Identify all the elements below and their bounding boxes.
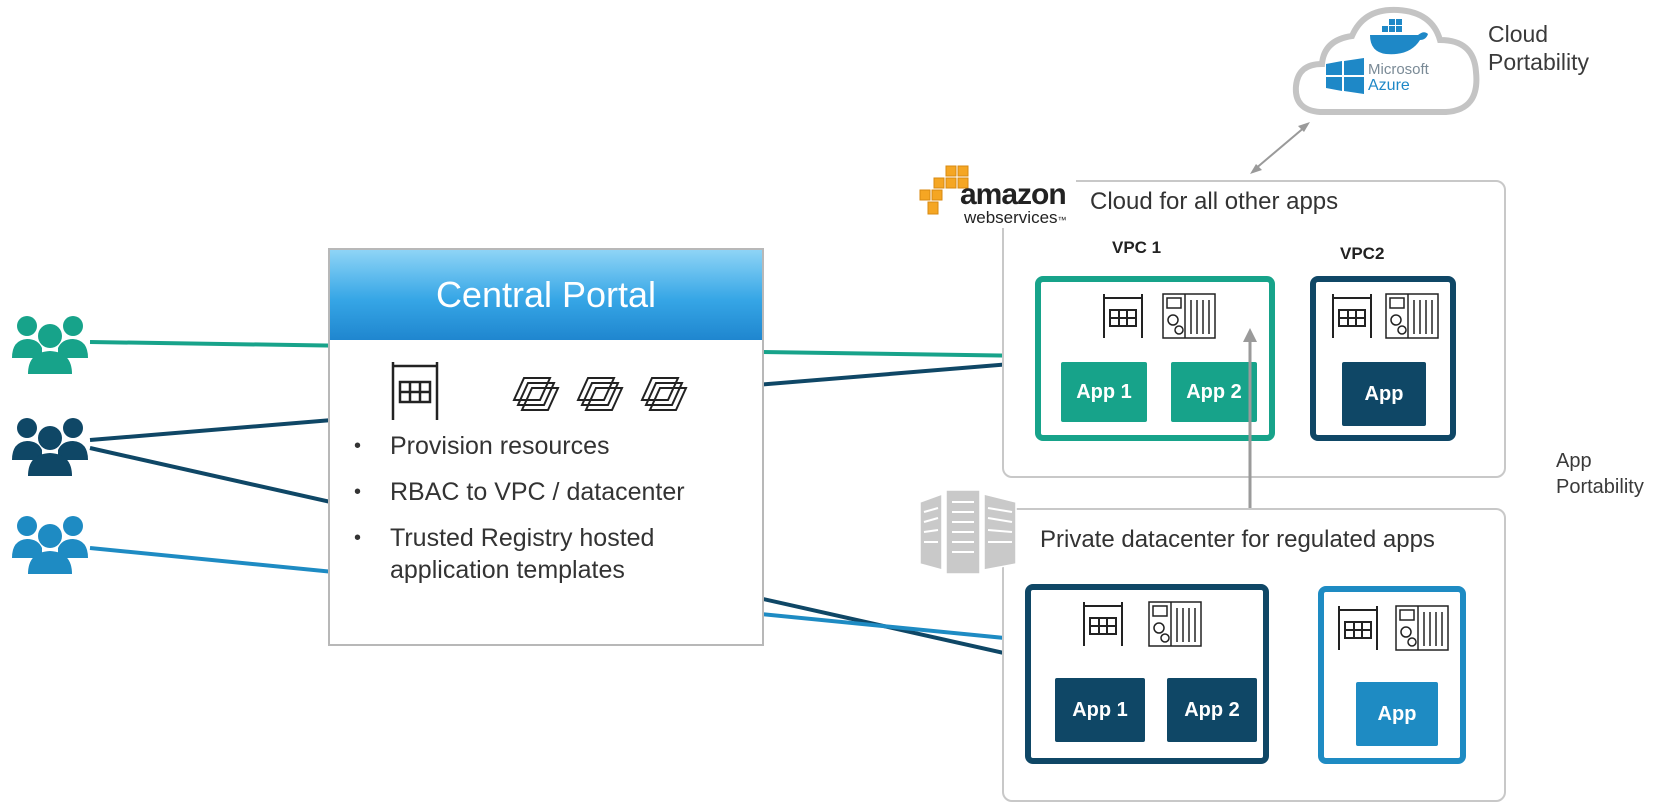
list-item: Provision resources [350, 430, 750, 462]
management-panel-icon [1162, 293, 1216, 339]
dc-vpc2-app: App [1356, 682, 1438, 746]
registry-icon [1332, 294, 1372, 338]
vpc2-app: App [1342, 362, 1426, 426]
portal-bullets: Provision resources RBAC to VPC / datace… [350, 430, 750, 600]
aws-logo-main: amazon [960, 178, 1067, 211]
aws-region-title: Cloud for all other apps [1090, 188, 1339, 215]
navy-users-icon [12, 418, 88, 476]
management-panel-icon [1148, 601, 1202, 647]
registry-icon [391, 362, 439, 420]
vpc2-box: App [1310, 276, 1456, 441]
registry-icon [1338, 606, 1378, 650]
vpc2-label: VPC2 [1340, 244, 1385, 263]
vpc1-app2: App 2 [1171, 362, 1257, 422]
list-item: RBAC to VPC / datacenter [350, 476, 750, 508]
app-portability-label: App Portability [1556, 450, 1644, 498]
vpc1-app1: App 1 [1061, 362, 1147, 422]
dc-vpc1-app1: App 1 [1055, 678, 1145, 742]
registry-icon [1103, 294, 1143, 338]
private-dc-title: Private datacenter for regulated apps [1040, 526, 1435, 553]
registry-icon [1083, 602, 1123, 646]
azure-label: Microsoft Azure [1368, 61, 1429, 94]
docker-icon [1370, 19, 1428, 55]
template-stack-icons [512, 377, 688, 411]
server-rack-icon [919, 489, 1017, 575]
central-portal: Central Portal Provision resources RBAC … [328, 248, 764, 646]
teal-users-icon [12, 316, 88, 374]
vpc1-box: App 1 App 2 [1035, 276, 1275, 441]
aws-logo-sub: webservices™ [964, 208, 1067, 227]
vpc1-label: VPC 1 [1112, 238, 1162, 257]
azure-windows-icon [1326, 58, 1364, 94]
cloud-portability-arrow [1250, 122, 1310, 174]
management-panel-icon [1385, 293, 1439, 339]
aws-logo: amazon webservices™ [916, 164, 1076, 228]
dc-vpc2-box: App [1318, 586, 1466, 764]
aws-cubes-icon [919, 165, 969, 215]
dc-vpc1-app2: App 2 [1167, 678, 1257, 742]
blue-users-icon [12, 516, 88, 574]
portal-title: Central Portal [330, 250, 762, 340]
cloud-icon [1292, 6, 1480, 115]
list-item: Trusted Registry hosted application temp… [350, 522, 750, 586]
dc-vpc1-box: App 1 App 2 [1025, 584, 1269, 764]
management-panel-icon [1395, 605, 1449, 651]
cloud-portability-label: Cloud Portability [1488, 21, 1589, 75]
